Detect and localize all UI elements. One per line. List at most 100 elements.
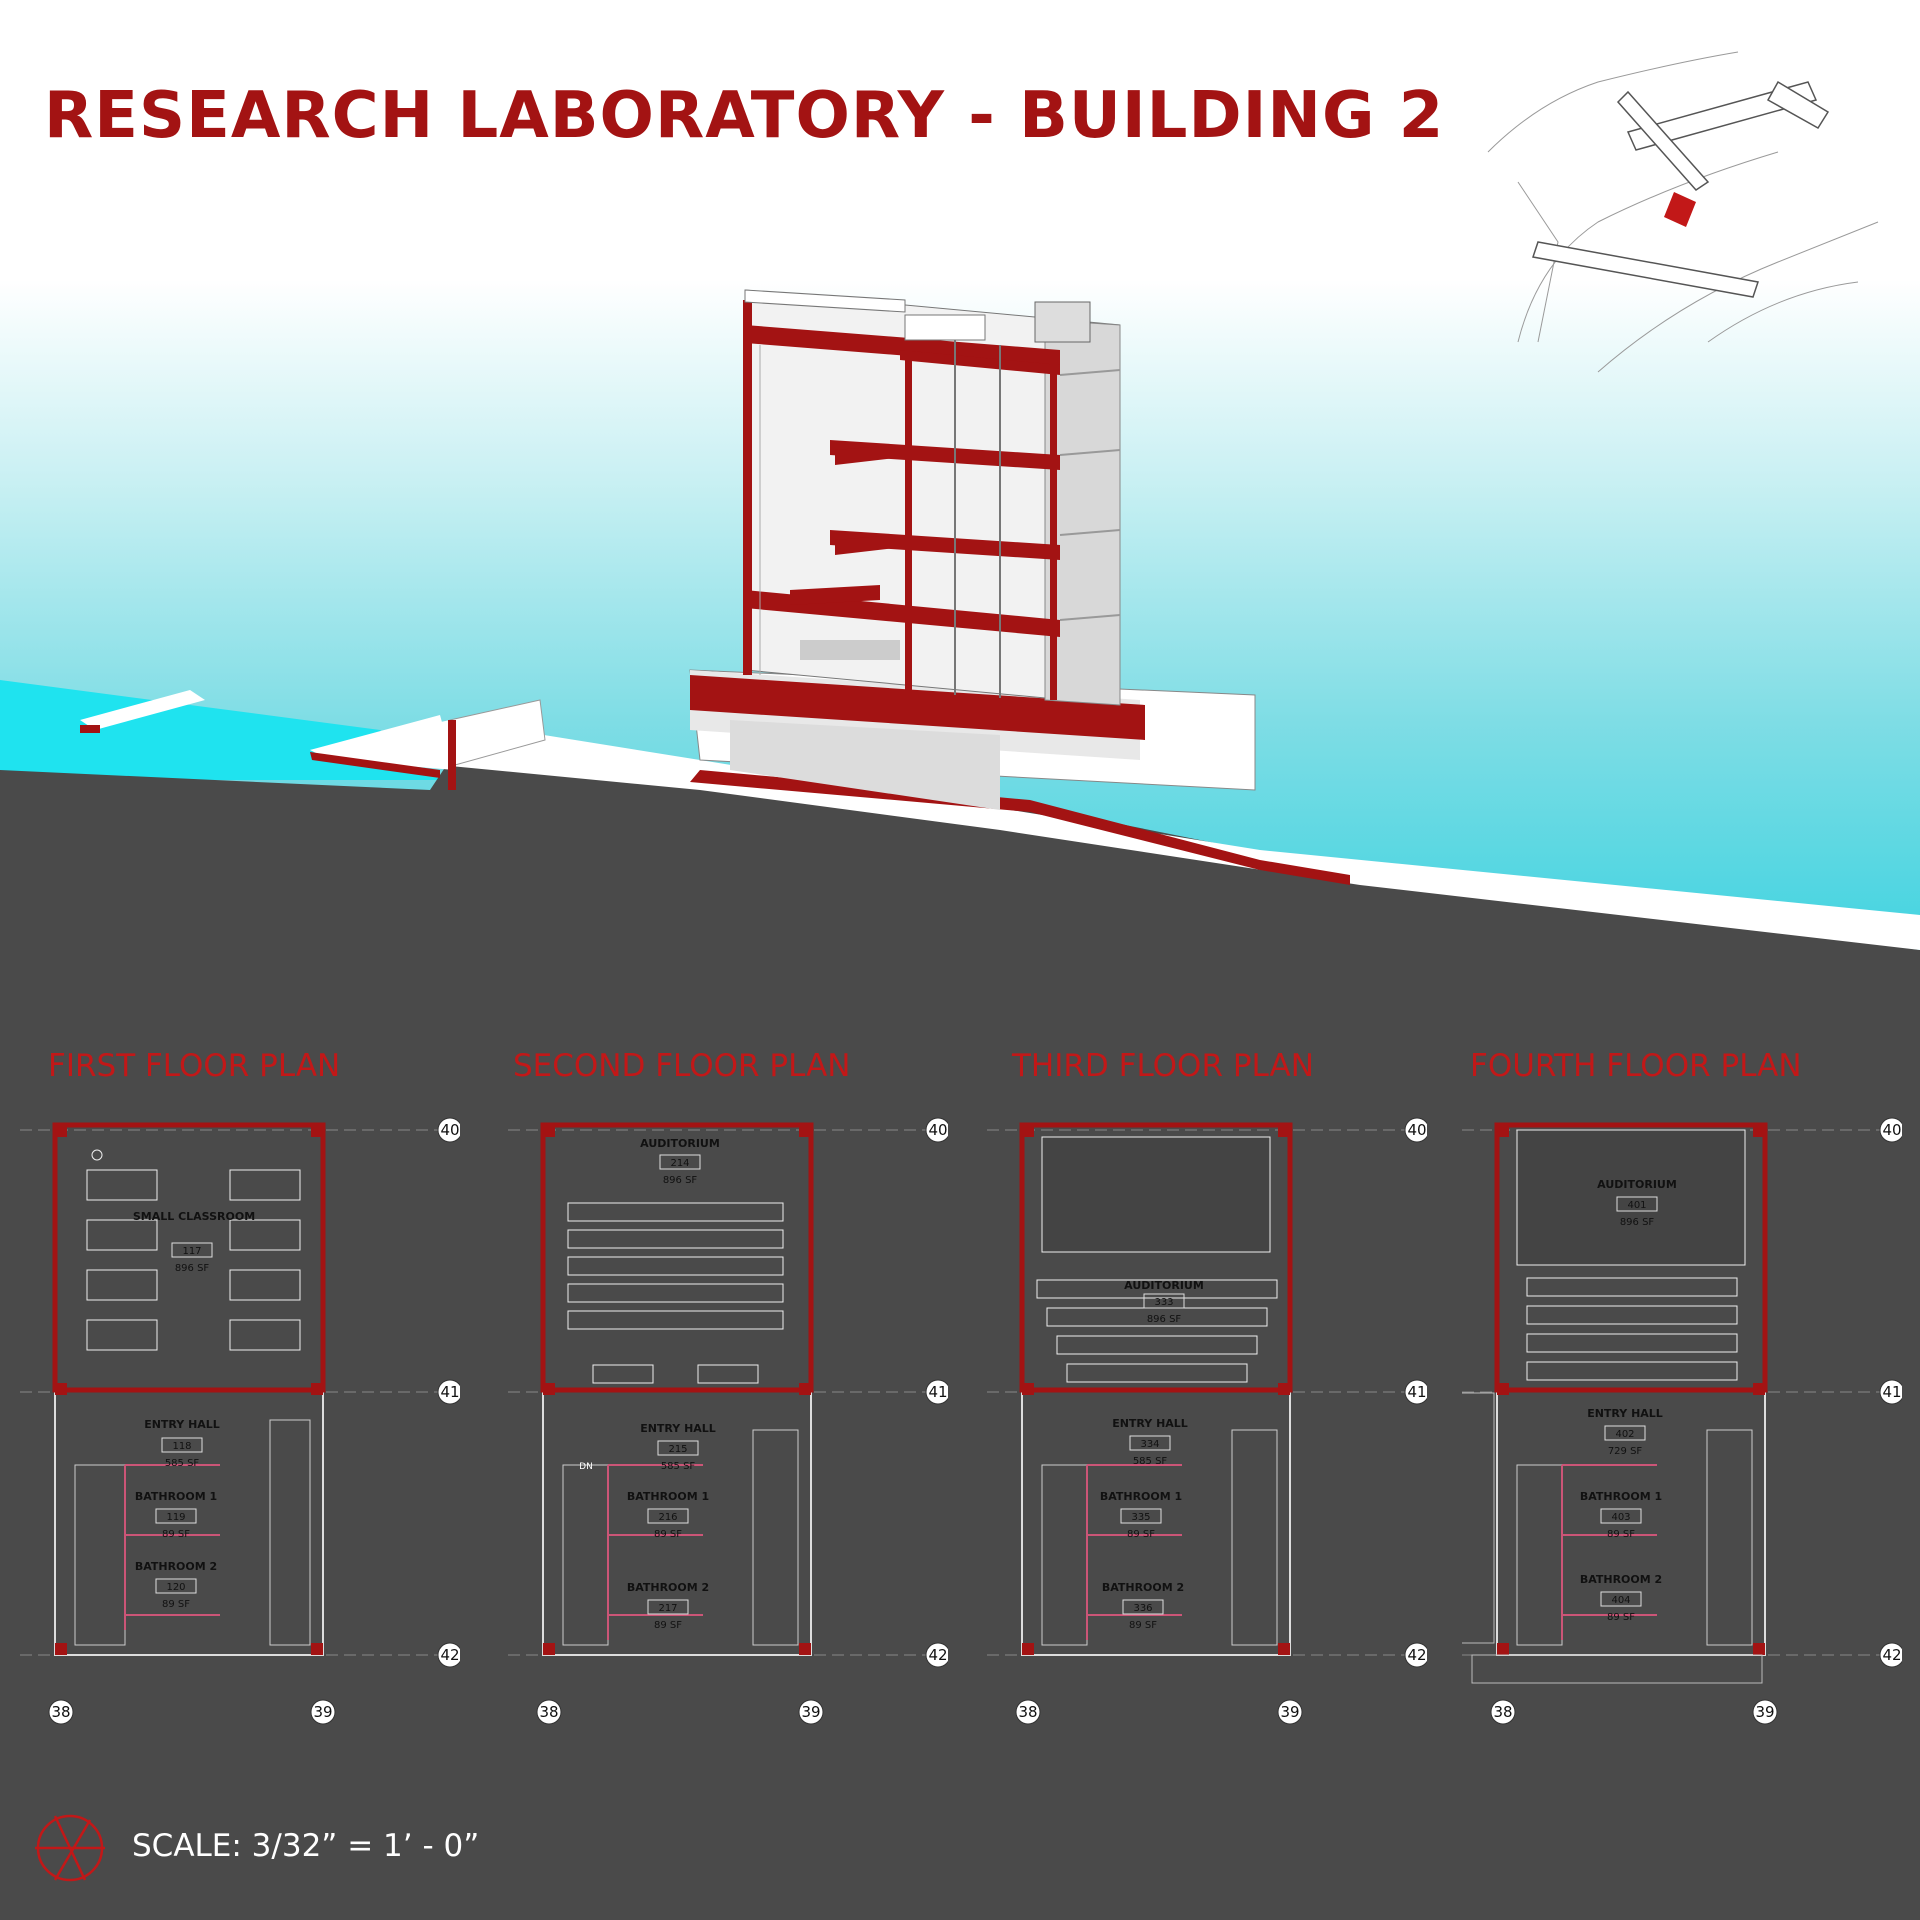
room-name: ENTRY HALL (1112, 1417, 1188, 1430)
grid-bubble-39: 39 (310, 1699, 336, 1725)
svg-text:41: 41 (1407, 1383, 1426, 1401)
room-number: 214 (670, 1158, 689, 1169)
svg-text:42: 42 (928, 1646, 947, 1664)
building-section-perspective (0, 289, 1920, 1000)
stair-label: DN (579, 1462, 593, 1472)
grid-bubble-38: 38 (1015, 1699, 1041, 1725)
room-entry-hall: ENTRY HALL 402 729 SF (1587, 1407, 1663, 1457)
plan-title-first: FIRST FLOOR PLAN (48, 1048, 341, 1084)
fourth-floor-plan: AUDITORIUM 401 896 SF ENTRY HALL 402 729… (1453, 1095, 1905, 1735)
plan-title-fourth: FOURTH FLOOR PLAN (1470, 1048, 1802, 1084)
svg-text:41: 41 (440, 1383, 459, 1401)
room-number: 215 (668, 1444, 687, 1455)
room-number: 333 (1154, 1297, 1173, 1308)
room-bathroom-1: BATHROOM 1 119 89 SF (135, 1490, 217, 1540)
room-number: 404 (1611, 1595, 1630, 1606)
room-bathroom-1: BATHROOM 1 216 89 SF (627, 1490, 709, 1540)
room-area: 89 SF (1607, 1529, 1635, 1540)
room-bathroom-2: BATHROOM 2 120 89 SF (135, 1560, 217, 1610)
room-name: AUDITORIUM (1124, 1279, 1204, 1292)
grid-bubble-40: 40 (1404, 1117, 1430, 1143)
room-number: 120 (166, 1582, 185, 1593)
grid-bubble-42: 42 (1879, 1642, 1905, 1668)
room-number: 117 (182, 1246, 201, 1257)
svg-text:41: 41 (928, 1383, 947, 1401)
room-bathroom-2: BATHROOM 2 404 89 SF (1580, 1573, 1662, 1623)
svg-text:39: 39 (313, 1703, 332, 1721)
room-area: 729 SF (1608, 1446, 1643, 1457)
room-area: 89 SF (1129, 1620, 1157, 1631)
grid-bubble-40: 40 (1879, 1117, 1905, 1143)
room-area: 89 SF (654, 1620, 682, 1631)
svg-text:42: 42 (440, 1646, 459, 1664)
room-entry-hall: ENTRY HALL 118 585 SF (144, 1418, 220, 1469)
first-floor-plan: SMALL CLASSROOM 117 896 SF ENTRY HALL 11… (20, 1095, 463, 1735)
room-area: 89 SF (1127, 1529, 1155, 1540)
room-entry-hall: ENTRY HALL 215 585 SF (640, 1422, 716, 1472)
room-name: ENTRY HALL (1587, 1407, 1663, 1420)
room-small-classroom: SMALL CLASSROOM 117 896 SF (133, 1210, 255, 1274)
room-number: 216 (658, 1512, 677, 1523)
svg-text:38: 38 (1018, 1703, 1037, 1721)
room-bathroom-2: BATHROOM 2 336 89 SF (1102, 1581, 1184, 1631)
grid-bubble-42: 42 (1404, 1642, 1430, 1668)
room-name: AUDITORIUM (1597, 1178, 1677, 1191)
room-number: 217 (658, 1603, 677, 1614)
room-name: BATHROOM 1 (1580, 1490, 1662, 1503)
room-name: BATHROOM 2 (135, 1560, 217, 1573)
svg-text:39: 39 (1280, 1703, 1299, 1721)
room-number: 336 (1133, 1603, 1152, 1614)
grid-bubble-39: 39 (798, 1699, 824, 1725)
svg-text:40: 40 (1882, 1121, 1901, 1139)
grid-bubble-38: 38 (1490, 1699, 1516, 1725)
room-area: 89 SF (654, 1529, 682, 1540)
grid-bubble-39: 39 (1277, 1699, 1303, 1725)
ground-mass (0, 760, 1920, 1000)
room-area: 896 SF (175, 1263, 210, 1274)
svg-text:41: 41 (1882, 1383, 1901, 1401)
room-area: 585 SF (1133, 1456, 1168, 1467)
grid-bubble-40: 40 (437, 1117, 463, 1143)
grid-bubble-38: 38 (48, 1699, 74, 1725)
room-name: AUDITORIUM (640, 1137, 720, 1150)
grid-bubble-39: 39 (1752, 1699, 1778, 1725)
room-auditorium: AUDITORIUM 401 896 SF (1597, 1178, 1677, 1228)
plan-title-second: SECOND FLOOR PLAN (513, 1048, 851, 1084)
room-area: 896 SF (663, 1175, 698, 1186)
room-name: BATHROOM 1 (1100, 1490, 1182, 1503)
podium-red-band (690, 675, 1145, 740)
building-2-highlight (1664, 192, 1696, 227)
room-area: 89 SF (162, 1599, 190, 1610)
second-floor-plan: DN AUDITORIUM 214 896 SF ENTRY HALL 215 … (508, 1095, 951, 1735)
room-auditorium: AUDITORIUM 214 896 SF (640, 1137, 720, 1186)
north-arrow-icon (35, 1814, 105, 1882)
svg-text:40: 40 (1407, 1121, 1426, 1139)
svg-text:39: 39 (1755, 1703, 1774, 1721)
building-facade (1044, 319, 1121, 706)
room-name: BATHROOM 1 (627, 1490, 709, 1503)
grid-bubble-40: 40 (925, 1117, 951, 1143)
grid-bubble-41: 41 (437, 1379, 463, 1405)
page-title: RESEARCH LABORATORY - BUILDING 2 (44, 78, 1445, 153)
plan-title-third: THIRD FLOOR PLAN (1012, 1048, 1314, 1084)
svg-text:38: 38 (539, 1703, 558, 1721)
room-number: 118 (172, 1441, 191, 1452)
grid-bubble-41: 41 (1879, 1379, 1905, 1405)
room-number: 335 (1131, 1512, 1150, 1523)
room-bathroom-2: BATHROOM 2 217 89 SF (627, 1581, 709, 1631)
room-name: ENTRY HALL (144, 1418, 220, 1431)
grid-bubble-38: 38 (536, 1699, 562, 1725)
grid-bubble-42: 42 (437, 1642, 463, 1668)
room-number: 402 (1615, 1429, 1634, 1440)
room-entry-hall: ENTRY HALL 334 585 SF (1112, 1417, 1188, 1467)
svg-text:42: 42 (1407, 1646, 1426, 1664)
room-bathroom-1: BATHROOM 1 403 89 SF (1580, 1490, 1662, 1540)
room-area: 89 SF (1607, 1612, 1635, 1623)
svg-text:38: 38 (51, 1703, 70, 1721)
pier-1 (80, 690, 205, 730)
grid-bubble-41: 41 (1404, 1379, 1430, 1405)
svg-text:38: 38 (1493, 1703, 1512, 1721)
grid-bubble-42: 42 (925, 1642, 951, 1668)
pier-2 (310, 715, 455, 770)
svg-text:40: 40 (440, 1121, 459, 1139)
